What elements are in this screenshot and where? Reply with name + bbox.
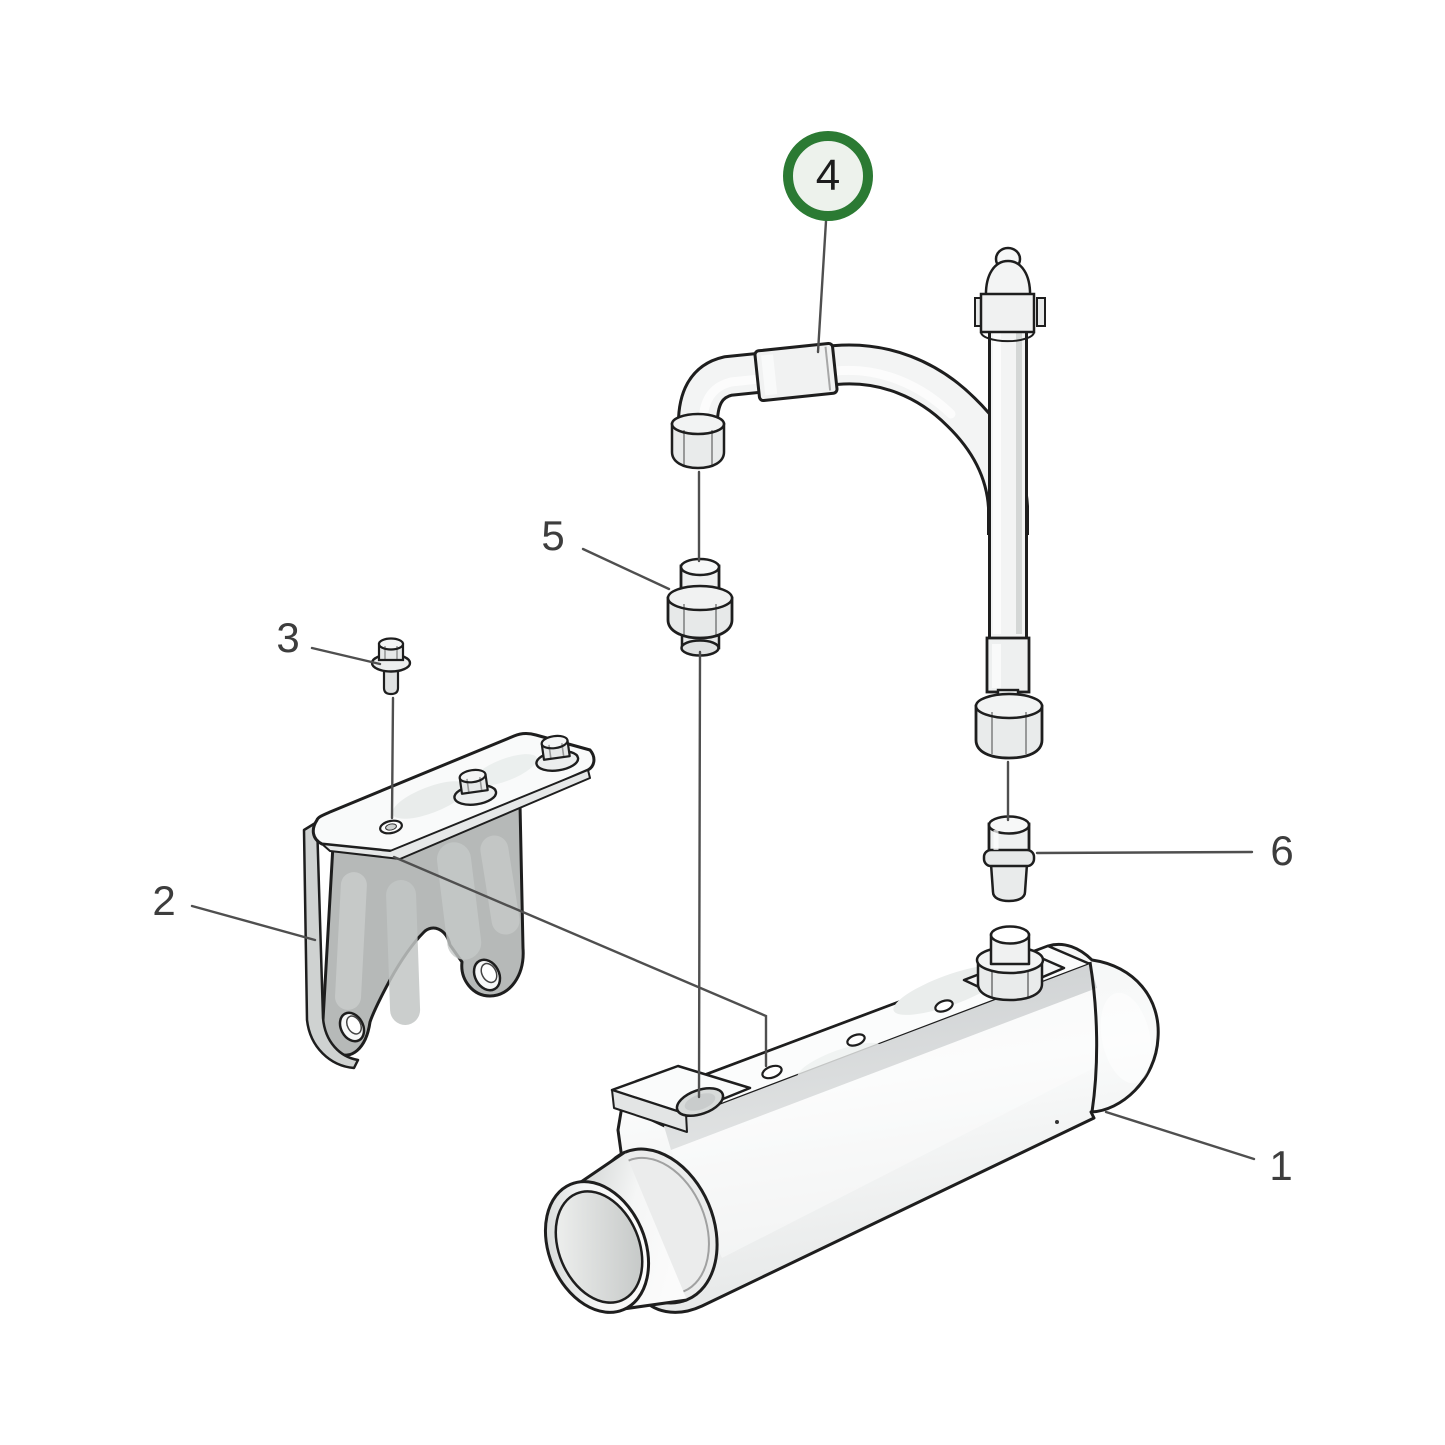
callout-1[interactable]: 1 — [1269, 1142, 1293, 1189]
callout-6[interactable]: 6 — [1270, 827, 1294, 874]
leader-lines — [190, 219, 1256, 1161]
part-2-bracket — [302, 732, 596, 1070]
callout-4-highlighted-badge[interactable]: 4 — [783, 131, 873, 221]
callout-2[interactable]: 2 — [152, 877, 176, 924]
part-6-fitting — [982, 815, 1036, 903]
part-3-bolt — [370, 637, 412, 696]
part-4-tube-assembly — [670, 246, 1046, 760]
callout-3[interactable]: 3 — [276, 614, 300, 661]
callout-5[interactable]: 5 — [541, 512, 565, 559]
callout-4-number: 4 — [815, 151, 841, 200]
part-5-fitting — [666, 557, 734, 657]
part-1-cylinder-body — [543, 925, 1160, 1314]
